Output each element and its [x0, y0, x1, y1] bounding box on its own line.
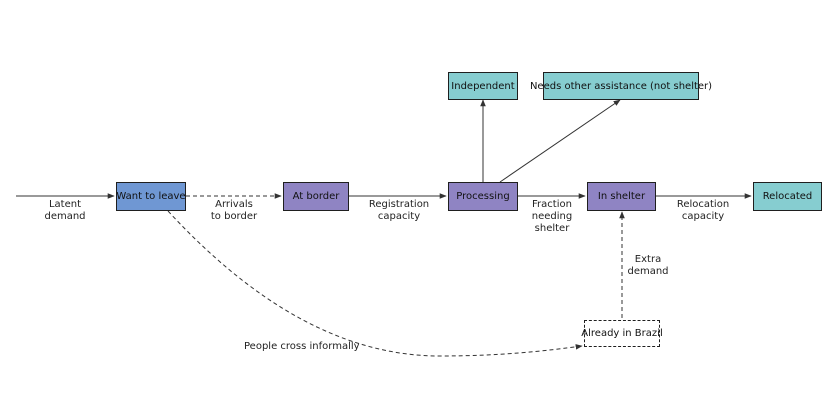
node-in-shelter: In shelter — [587, 182, 656, 211]
node-want-to-leave: Want to leave — [116, 182, 186, 211]
node-relocated: Relocated — [753, 182, 822, 211]
node-independent: Independent — [448, 72, 518, 100]
node-already-in-brazil: Already in Brazil — [581, 320, 663, 347]
node-processing: Processing — [448, 182, 518, 211]
people-cross-informally-arrow — [167, 210, 583, 357]
node-at-border: At border — [283, 182, 349, 211]
node-needs-other-assistance: Needs other assistance (not shelter) — [530, 72, 712, 100]
processing-to-needs-other-arrow — [499, 99, 621, 183]
label-people-cross-informally: People cross informally — [244, 341, 360, 352]
